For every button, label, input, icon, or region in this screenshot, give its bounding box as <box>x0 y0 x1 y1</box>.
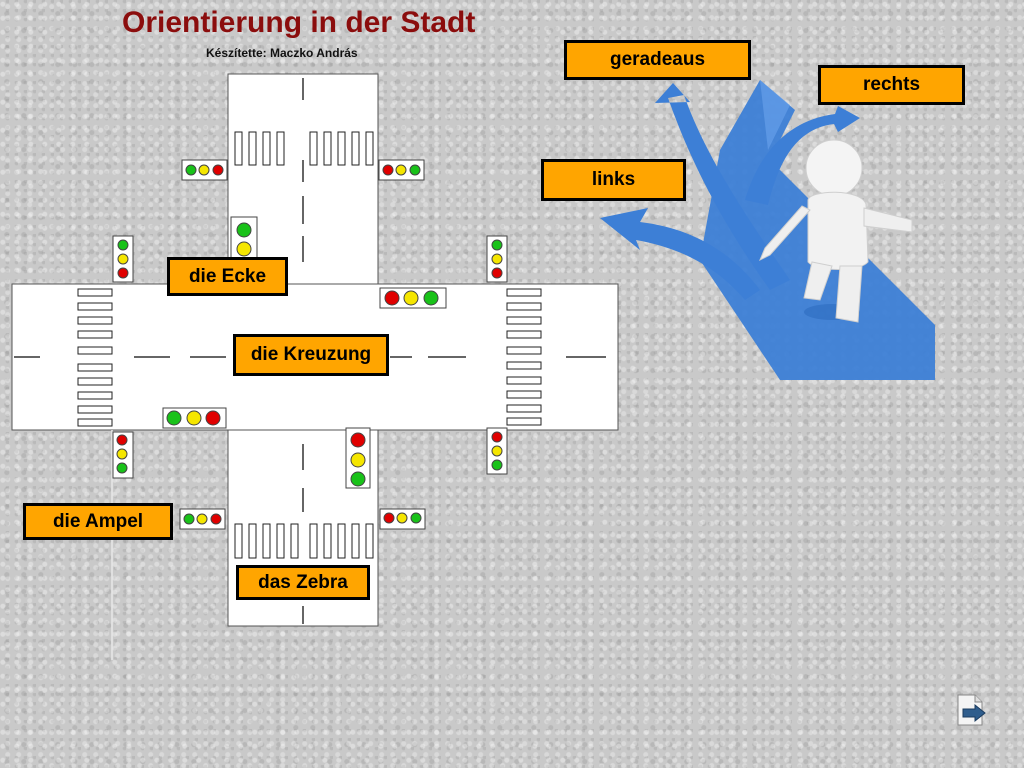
traffic-light-bottom-right <box>379 508 426 530</box>
direction-arrows-illustration <box>600 80 935 380</box>
traffic-light-center-left <box>162 407 227 429</box>
label-das-zebra[interactable]: das Zebra <box>236 565 370 600</box>
traffic-light-right-lower <box>486 427 508 475</box>
traffic-light-top-center <box>230 216 258 262</box>
author-credit: Készítette: Maczko András <box>206 46 358 60</box>
traffic-light-top-left <box>181 159 228 181</box>
traffic-light-left-upper <box>112 235 134 283</box>
next-slide-button[interactable] <box>955 694 987 728</box>
label-die-ampel[interactable]: die Ampel <box>23 503 173 540</box>
traffic-light-right-upper <box>486 235 508 283</box>
traffic-light-center-right <box>379 287 447 309</box>
label-die-ecke[interactable]: die Ecke <box>167 257 288 296</box>
traffic-light-bottom-center <box>345 427 371 489</box>
label-die-kreuzung[interactable]: die Kreuzung <box>233 334 389 376</box>
next-slide-icon <box>957 694 986 726</box>
traffic-light-top-right <box>378 159 425 181</box>
page-title: Orientierung in der Stadt <box>122 6 476 39</box>
label-geradeaus[interactable]: geradeaus <box>564 40 751 80</box>
label-rechts[interactable]: rechts <box>818 65 965 105</box>
traffic-light-bottom-left <box>179 508 226 530</box>
traffic-light-left-lower <box>112 431 134 479</box>
label-links[interactable]: links <box>541 159 686 201</box>
